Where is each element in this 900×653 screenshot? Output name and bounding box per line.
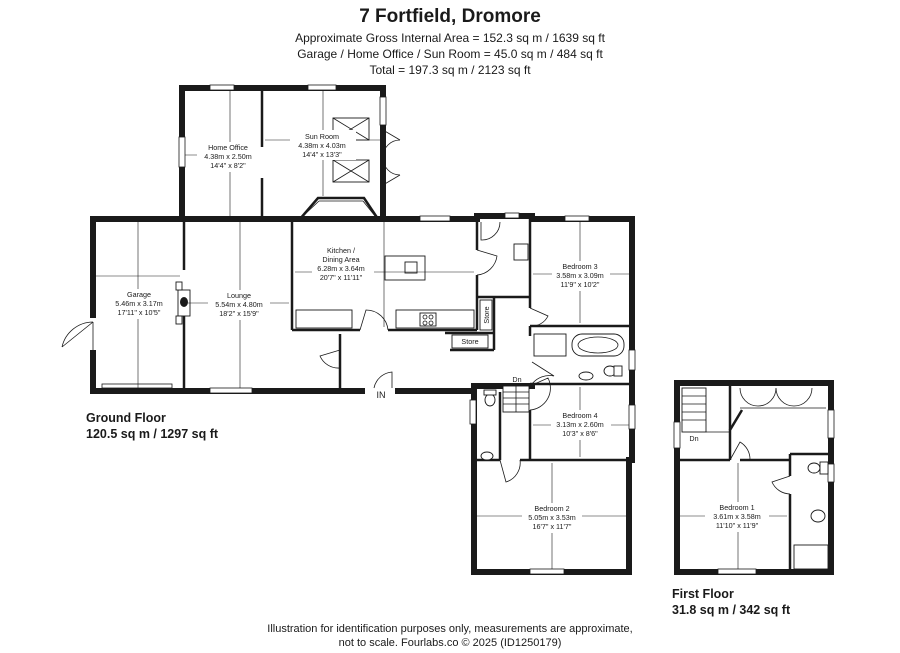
ground-floor-area: 120.5 sq m / 1297 sq ft [86, 427, 219, 441]
store-label: Store [451, 334, 489, 349]
room-label-sun-room: Sun Room 4.38m x 4.03m 14'4" x 13'3" [290, 130, 356, 160]
svg-text:Garage: Garage [127, 290, 151, 299]
bathroom-fittings [480, 333, 625, 461]
stairs-down-label: Dn [512, 375, 521, 384]
svg-text:Bedroom 1: Bedroom 1 [719, 503, 754, 512]
svg-text:17'11" x 10'5": 17'11" x 10'5" [118, 308, 161, 317]
room-label-home-office: Home Office 4.38m x 2.50m 14'4" x 8'2" [197, 142, 259, 172]
ensuite-fittings [793, 461, 829, 570]
svg-text:3.61m x 3.58m: 3.61m x 3.58m [713, 512, 761, 521]
room-label-bedroom-1: Bedroom 1 3.61m x 3.58m 11'10" x 11'9" [705, 502, 769, 532]
svg-text:18'2" x 15'9": 18'2" x 15'9" [219, 309, 259, 318]
svg-text:4.38m x 2.50m: 4.38m x 2.50m [204, 152, 252, 161]
room-label-bedroom-4: Bedroom 4 3.13m x 2.60m 10'3" x 8'6" [551, 410, 611, 440]
svg-text:Store: Store [482, 306, 491, 323]
svg-text:Home Office: Home Office [208, 143, 248, 152]
svg-text:3.13m x 2.60m: 3.13m x 2.60m [556, 420, 604, 429]
windows [101, 84, 636, 575]
svg-text:14'4" x 8'2": 14'4" x 8'2" [210, 161, 246, 170]
entrance-label: IN [377, 390, 386, 400]
svg-text:3.58m x 3.09m: 3.58m x 3.09m [556, 271, 604, 280]
disclaimer-line-1: Illustration for identification purposes… [267, 623, 633, 635]
ground-floor-plan: Home Office 4.38m x 2.50m 14'4" x 8'2" S… [58, 84, 636, 575]
first-floor-plan: Dn Bedroom 1 3.61m x 3.58m 11'10" x 11'9… [673, 380, 835, 575]
kitchen-fittings [295, 243, 529, 329]
french-doors [382, 129, 401, 186]
room-label-kitchen: Kitchen / Dining Area 6.28m x 3.64m 20'7… [312, 244, 374, 284]
room-label-lounge: Lounge 5.54m x 4.80m 18'2" x 15'9" [208, 290, 270, 320]
first-floor-area: 31.8 sq m / 342 sq ft [672, 603, 791, 617]
svg-text:5.54m x 4.80m: 5.54m x 4.80m [215, 300, 263, 309]
svg-text:11'9" x 10'2": 11'9" x 10'2" [561, 280, 600, 289]
disclaimer-footer: Illustration for identification purposes… [0, 622, 900, 650]
svg-text:Bedroom 4: Bedroom 4 [562, 411, 597, 420]
store-label-vertical: Store [479, 299, 493, 331]
svg-text:20'7" x 11'11": 20'7" x 11'11" [320, 273, 363, 282]
svg-text:10'3" x 8'6": 10'3" x 8'6" [562, 429, 598, 438]
first-floor-stairs [681, 387, 730, 433]
svg-text:Bedroom 3: Bedroom 3 [562, 262, 597, 271]
ground-floor-label: Ground Floor 120.5 sq m / 1297 sq ft [86, 410, 218, 442]
garage-door-swing [61, 321, 94, 348]
room-label-bedroom-2: Bedroom 2 5.05m x 3.53m 16'7" x 11'7" [522, 503, 582, 533]
svg-text:Store: Store [461, 337, 478, 346]
total-area: Total = 197.3 sq m / 2123 sq ft [369, 63, 531, 77]
first-floor-stairs-down: Dn [689, 434, 698, 443]
svg-text:16'7" x 11'7": 16'7" x 11'7" [533, 522, 572, 531]
gross-internal-area: Approximate Gross Internal Area = 152.3 … [295, 31, 605, 45]
first-floor-title: First Floor [672, 587, 734, 601]
ground-floor-title: Ground Floor [86, 411, 166, 425]
room-label-garage: Garage 5.46m x 3.17m 17'11" x 10'5" [110, 289, 170, 319]
bay-window [299, 196, 380, 220]
svg-text:11'10" x 11'9": 11'10" x 11'9" [716, 521, 759, 530]
page-title: 7 Fortfield, Dromore [359, 6, 541, 27]
first-floor-outer-wall [674, 380, 834, 575]
svg-text:4.38m x 4.03m: 4.38m x 4.03m [298, 141, 346, 150]
svg-text:5.05m x 3.53m: 5.05m x 3.53m [528, 513, 576, 522]
svg-text:Bedroom 2: Bedroom 2 [534, 504, 569, 513]
door-swings [319, 221, 555, 483]
svg-text:6.28m x 3.64m: 6.28m x 3.64m [317, 264, 365, 273]
first-floor-label: First Floor 31.8 sq m / 342 sq ft [672, 586, 790, 618]
svg-text:Kitchen /: Kitchen / [327, 246, 355, 255]
first-floor-internal-walls [677, 383, 831, 572]
svg-text:Lounge: Lounge [227, 291, 251, 300]
stairs [502, 385, 530, 413]
room-label-bedroom-3: Bedroom 3 3.58m x 3.09m 11'9" x 10'2" [552, 261, 610, 291]
svg-text:14'4" x 13'3": 14'4" x 13'3" [302, 150, 342, 159]
svg-text:Dining Area: Dining Area [322, 255, 359, 264]
svg-text:Sun Room: Sun Room [305, 132, 339, 141]
outbuildings-area: Garage / Home Office / Sun Room = 45.0 s… [297, 47, 603, 61]
svg-text:5.46m x 3.17m: 5.46m x 3.17m [115, 299, 163, 308]
disclaimer-line-2: not to scale. Fourlabs.co © 2025 (ID1250… [338, 637, 562, 649]
